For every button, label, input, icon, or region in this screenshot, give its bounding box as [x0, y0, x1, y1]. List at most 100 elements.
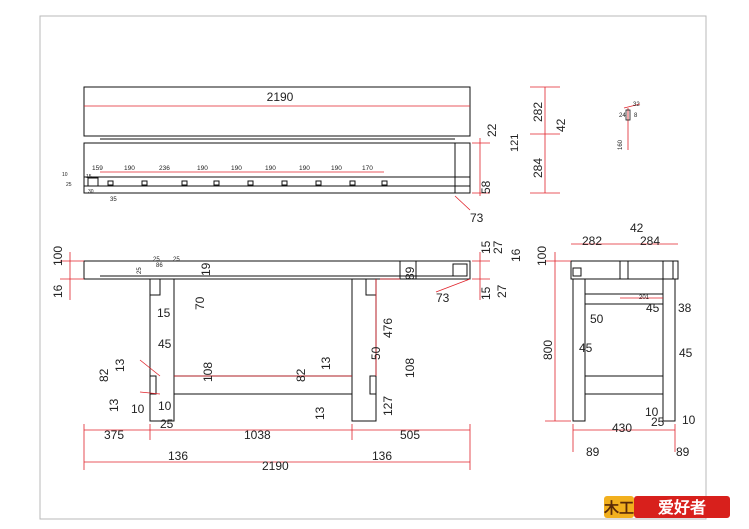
spacing-label: 236	[159, 165, 170, 172]
front-d16r: 16	[509, 248, 523, 262]
side-d25: 25	[651, 415, 665, 429]
side-d45a: 45	[579, 341, 593, 355]
side-d45b: 45	[646, 301, 660, 315]
spacing-label: 159	[92, 165, 103, 172]
top-rail-121: 121	[509, 134, 521, 152]
side-left-leg	[572, 278, 586, 422]
small-detail: 32 24 8 160	[618, 102, 640, 150]
front-d70: 70	[193, 296, 207, 310]
front-d25c: 25	[173, 257, 180, 263]
logo-text-left: 木工	[604, 499, 634, 517]
side-d45c: 45	[679, 346, 693, 360]
front-d13b: 13	[107, 398, 121, 412]
logo-text-right: 爱好者	[658, 498, 706, 517]
front-d10b: 10	[158, 399, 172, 413]
front-d15: 15	[157, 306, 171, 320]
side-d201: 201	[639, 295, 650, 301]
front-d19: 19	[199, 262, 213, 276]
front-d86: 86	[156, 263, 163, 269]
left-small-label: 30	[88, 189, 94, 195]
top-view-lower-body	[83, 142, 471, 194]
front-d10a: 10	[131, 402, 145, 416]
side-d38: 38	[678, 301, 692, 315]
front-d25b: 25	[153, 257, 160, 263]
front-d13a: 13	[113, 358, 127, 372]
spacing-label: 190	[124, 165, 135, 172]
left-small-label: 35	[110, 197, 117, 203]
side-w42: 42	[630, 221, 644, 235]
front-dimensions	[60, 252, 490, 470]
top-view-dimensions	[84, 86, 560, 211]
front-d476: 476	[381, 318, 395, 338]
front-d27a: 27	[491, 240, 505, 254]
front-d27b: 27	[495, 284, 509, 298]
spacing-label: 190	[197, 165, 208, 172]
front-view	[83, 260, 471, 422]
side-right-leg	[662, 278, 676, 422]
top-view-holes	[107, 180, 388, 186]
side-d10a: 10	[645, 405, 659, 419]
mugong-logo: 木工 爱好者	[603, 494, 730, 520]
front-d45: 45	[158, 337, 172, 351]
spacing-label: 190	[299, 165, 310, 172]
side-w430: 430	[612, 421, 632, 435]
front-left-16: 16	[51, 284, 65, 298]
side-leg89a: 89	[586, 445, 600, 459]
side-w284: 284	[640, 234, 660, 248]
sheet-frame	[39, 15, 707, 520]
spacing-label: 170	[362, 165, 373, 172]
spacing-label: 190	[265, 165, 276, 172]
side-dimensions	[545, 243, 678, 452]
top-rail-22: 22	[485, 123, 499, 137]
left-small-label: 10	[62, 172, 68, 178]
top-rail-58: 58	[479, 180, 493, 194]
side-upper-rail	[584, 293, 664, 305]
front-d89: 89	[403, 266, 417, 280]
front-d15r: 15	[479, 240, 493, 254]
side-d10b: 10	[682, 413, 696, 427]
detail-160: 160	[618, 139, 624, 150]
front-left-leg	[149, 278, 175, 422]
side-w282: 282	[582, 234, 602, 248]
front-d82a: 82	[97, 368, 111, 382]
side-lower-rail	[584, 375, 664, 395]
side-view	[570, 260, 679, 422]
left-small-label: 15	[86, 174, 92, 180]
front-leg-right: 136	[372, 449, 392, 463]
detail-32: 32	[633, 102, 640, 108]
side-h800: 800	[541, 340, 555, 360]
front-d73: 73	[436, 291, 450, 305]
front-between-legs: 1038	[244, 428, 271, 442]
side-top-100: 100	[535, 246, 549, 266]
front-d25d: 25	[160, 417, 174, 431]
front-d25a: 25	[137, 267, 143, 274]
side-leg89b: 89	[676, 445, 690, 459]
front-d127: 127	[381, 396, 395, 416]
front-top-100: 100	[51, 246, 65, 266]
front-leg-left: 136	[168, 449, 188, 463]
detail-8: 8	[634, 113, 638, 119]
front-d13c: 13	[319, 356, 333, 370]
front-d13d: 13	[313, 406, 327, 420]
front-d108b: 108	[403, 358, 417, 378]
side-d50: 50	[590, 312, 604, 326]
front-overhang-left: 375	[104, 428, 124, 442]
top-view	[83, 86, 471, 194]
top-depth-total: 282	[531, 102, 545, 122]
front-vise	[399, 260, 417, 280]
side-top	[570, 260, 679, 280]
front-overhang-right: 505	[400, 428, 420, 442]
top-depth-front: 284	[531, 158, 545, 178]
front-overall-length: 2190	[262, 459, 289, 473]
spacing-label: 190	[331, 165, 342, 172]
top-spacing-labels: 159 190 236 190 190 190 190 190 170 10 2…	[62, 165, 373, 203]
front-top-board	[83, 260, 471, 280]
spacing-label: 190	[231, 165, 242, 172]
front-d82b: 82	[294, 368, 308, 382]
detail-24: 24	[619, 113, 626, 119]
top-offset-73: 73	[470, 211, 484, 225]
left-small-label: 25	[66, 182, 72, 188]
top-gap: 42	[554, 118, 568, 132]
front-d15s: 15	[479, 286, 493, 300]
